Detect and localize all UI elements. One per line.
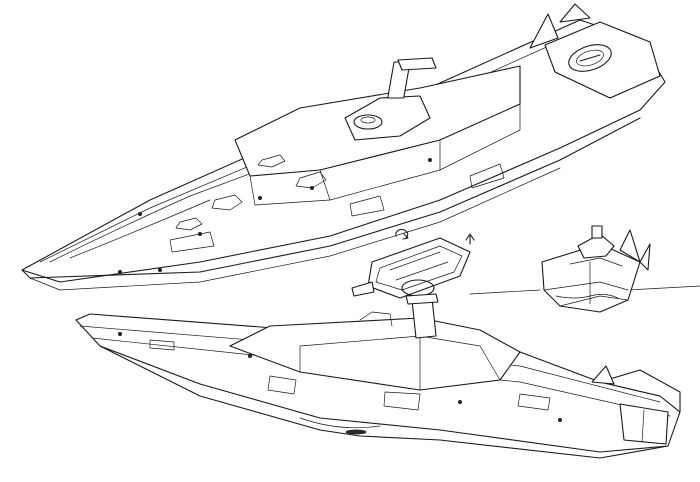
side-view-ship-icon — [75, 293, 681, 459]
rear-view-ship-icon — [469, 225, 700, 313]
deck-hatch-icon — [351, 237, 471, 299]
rotation-arrow-icon — [395, 228, 409, 240]
upper-ship-icon — [21, 3, 666, 291]
hatch-open-arrow-icon — [465, 233, 475, 245]
